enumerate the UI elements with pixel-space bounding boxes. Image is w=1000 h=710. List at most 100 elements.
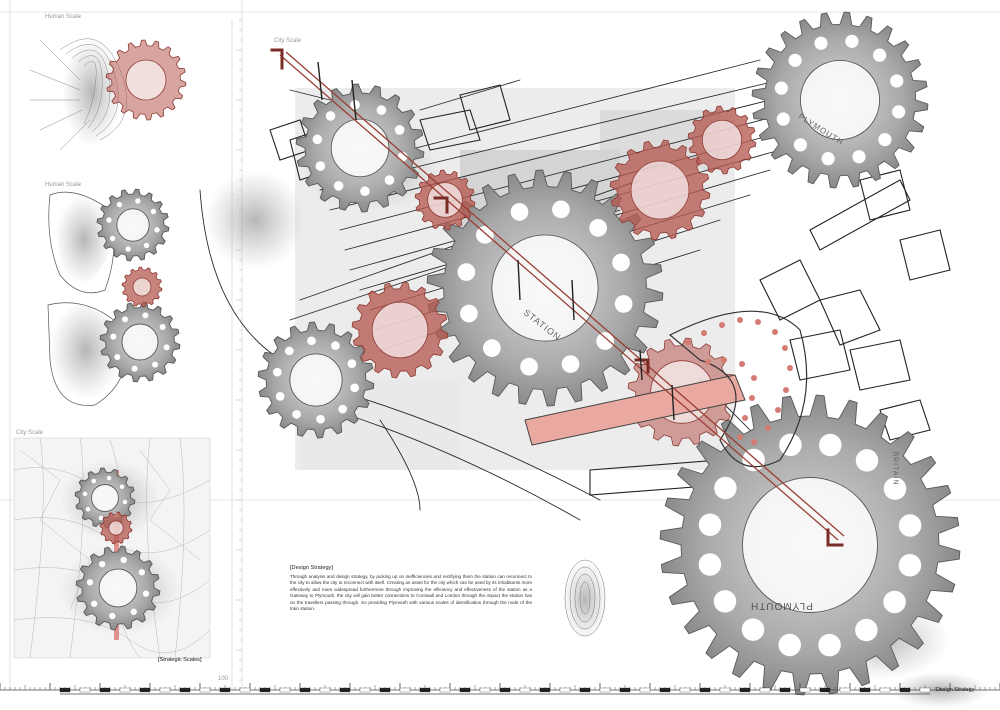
loop-dot	[719, 322, 725, 328]
gear-hole	[741, 618, 765, 641]
gear-small-left-panel-2	[96, 188, 170, 262]
loop-dot	[739, 361, 745, 367]
label-human-scale-1: Human Scale	[45, 14, 82, 20]
bottom-ruler	[0, 683, 1000, 695]
gear-hole	[347, 359, 357, 368]
gear-hole	[878, 133, 892, 147]
gear-hole	[612, 253, 630, 272]
gear-hole	[814, 36, 828, 50]
gear-hole	[142, 312, 149, 319]
gear-hole	[325, 111, 336, 121]
ruler-segment	[459, 687, 471, 693]
gear-hole	[119, 484, 125, 489]
gear-hole	[873, 48, 887, 62]
gear-hole	[138, 569, 145, 576]
gear-hub	[108, 520, 124, 536]
ruler-segment	[279, 687, 291, 693]
ruler-segment	[599, 687, 611, 693]
gear-hole	[315, 161, 326, 171]
gear-hole	[698, 513, 722, 536]
gear-medium-left	[257, 321, 375, 439]
ruler-segment	[159, 687, 171, 693]
gear-hole	[142, 590, 150, 597]
gear-hub	[799, 59, 881, 141]
gear-hole	[91, 600, 98, 607]
gear-hole	[845, 34, 859, 48]
gear-hole	[510, 203, 529, 221]
gear-hub	[742, 477, 878, 613]
ruler-segment	[519, 687, 531, 693]
human-scale-panel-1	[29, 37, 127, 151]
gear-large-center	[426, 169, 664, 407]
gear-small-left-panel-3b	[75, 545, 161, 631]
ruler-segment	[199, 687, 211, 693]
ruler-segment	[919, 687, 931, 693]
gear-large-top-right	[751, 11, 929, 189]
gear-hole	[778, 633, 801, 657]
gear-hole	[714, 476, 737, 500]
loop-dot	[765, 425, 771, 431]
gear-hole	[793, 138, 807, 152]
loop-dot	[755, 319, 761, 325]
ruler-segment	[399, 687, 411, 693]
gear-hole	[883, 477, 907, 500]
loop-dot	[737, 434, 743, 440]
ruler-segment	[59, 687, 71, 693]
loop-dot	[751, 439, 757, 445]
route-sketch-verticals	[317, 61, 675, 421]
red-gear-top-2	[687, 105, 757, 175]
gear-hole	[307, 336, 316, 346]
label-city-scale-main: City Scale	[274, 38, 302, 44]
gear-hub	[701, 119, 743, 161]
gear-hole	[86, 579, 94, 586]
gear-hole	[125, 246, 131, 252]
gear-hole	[774, 81, 788, 95]
ruler-segment	[339, 687, 351, 693]
ruler-segment	[639, 687, 651, 693]
ruler-segment	[559, 687, 571, 693]
gear-hole	[457, 263, 476, 281]
ruler-segment	[739, 687, 751, 693]
loop-dot	[749, 395, 755, 401]
ruler-segment	[839, 687, 851, 693]
gear-hole	[99, 561, 106, 568]
ruler-segment	[99, 687, 111, 693]
gear-hole	[892, 105, 906, 119]
ruler-segment	[379, 687, 391, 693]
gear-hole	[110, 333, 117, 340]
gear-hole	[152, 361, 159, 368]
ruler-segment	[879, 687, 891, 693]
gear-hole	[159, 323, 166, 330]
gear-hub	[289, 353, 343, 407]
gear-hole	[122, 499, 128, 505]
ruler-segment	[499, 687, 511, 693]
red-gear-mid-left	[351, 281, 449, 379]
gear-hole	[520, 357, 538, 376]
gear-hub	[371, 301, 429, 359]
gear-hole	[890, 74, 904, 88]
design-strategy-footer-label: Design Strategy	[936, 687, 975, 693]
gear-hole	[331, 341, 340, 351]
gear-hole	[275, 392, 285, 401]
gear-hole	[852, 150, 866, 164]
ruler-segment	[759, 687, 771, 693]
ruler-segment	[79, 687, 91, 693]
gear-hole	[713, 590, 737, 613]
ruler-scale-number: 100	[218, 676, 229, 682]
ruler-segment	[139, 687, 151, 693]
gear-hole	[614, 295, 633, 313]
design-strategy-body: Through analysis and design strategy, by…	[290, 574, 532, 612]
ruler-segment	[899, 687, 911, 693]
loop-dot	[787, 365, 793, 371]
gear-hole	[120, 556, 127, 564]
ruler-segment	[219, 687, 231, 693]
ruler-segment	[859, 687, 871, 693]
loop-dot	[705, 359, 711, 365]
loop-dot	[772, 329, 778, 335]
label-city-scale-left: City Scale	[16, 430, 44, 436]
gear-hole	[460, 304, 478, 323]
red-gear-left-panel-1	[105, 39, 187, 121]
ruler-segment	[819, 687, 831, 693]
gear-hole	[109, 612, 116, 620]
